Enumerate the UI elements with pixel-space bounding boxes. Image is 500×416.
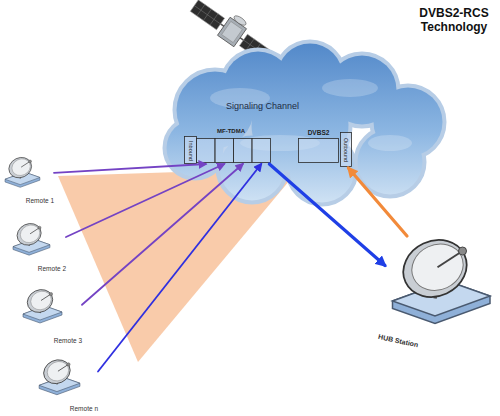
- feed-horn: [67, 363, 70, 366]
- feed-horn: [29, 160, 32, 163]
- carrier-slot: [299, 139, 339, 163]
- dish-reflector: [17, 222, 42, 246]
- hub-station-shape: [385, 236, 495, 331]
- feed-horn: [49, 292, 52, 295]
- dish-reflector: [404, 236, 471, 299]
- signal-arrow: [269, 164, 385, 266]
- feed-horn: [459, 247, 467, 255]
- node-label: MF-TDMA: [198, 128, 264, 135]
- signal-arrow: [348, 168, 407, 236]
- cloud-body: [167, 44, 443, 203]
- dish-reflector: [44, 358, 72, 384]
- feed-horn: [38, 226, 41, 229]
- dish-reflector: [14, 220, 45, 249]
- dish-reflector: [40, 356, 74, 388]
- remote-terminal: Remote 2: [10, 222, 66, 272]
- node-label: Signaling Channel: [226, 102, 336, 112]
- remote-terminal-shape: [10, 222, 52, 258]
- cloud-highlight: [322, 79, 378, 97]
- remote-terminal-shape: [20, 288, 64, 326]
- dish-reflector: [394, 230, 476, 307]
- cloud-highlight: [368, 135, 412, 151]
- cloud-puff: [358, 130, 423, 195]
- remote-terminal-shape: [2, 156, 42, 190]
- node-label: Remote n: [70, 405, 98, 412]
- direction-label: Inbound: [184, 137, 197, 164]
- time-slot: [252, 139, 271, 163]
- inbound-strip: [185, 137, 197, 164]
- direction-label: Outbound: [340, 133, 352, 167]
- time-slot: [197, 139, 216, 163]
- node-label: HUB Station: [377, 333, 447, 355]
- outbound-strip: [341, 133, 352, 167]
- signaling-cloud: Signaling ChannelMF-TDMAInbound DVBS2Outb…: [160, 48, 450, 208]
- hub-station: HUB Station: [385, 236, 495, 354]
- time-slot: [234, 139, 253, 163]
- satellite-body: [222, 21, 243, 42]
- satellite-antenna: [233, 14, 248, 27]
- dish-reflector: [24, 286, 57, 317]
- cloud-outline: [165, 42, 444, 204]
- remote-terminal: Remote 1: [2, 156, 54, 204]
- node-label: DVBS2: [298, 129, 339, 136]
- remote-terminal-shape: [36, 358, 82, 398]
- time-slot: [215, 139, 234, 163]
- signaling-cloud-shape: [160, 48, 450, 208]
- tdma-frame-box: MF-TDMAInbound: [184, 128, 272, 164]
- dish-reflector: [9, 156, 33, 179]
- diagram-title: DVBS2-RCS Technology: [413, 6, 495, 35]
- signal-arrow: [98, 164, 261, 372]
- carrier-box: DVBS2Outbound: [298, 128, 354, 168]
- node-label: Remote 1: [26, 197, 54, 204]
- dish-reflector: [6, 154, 35, 182]
- node-label: Remote 3: [54, 337, 82, 344]
- signal-arrow: [66, 164, 224, 237]
- remote-terminal: Remote n: [36, 358, 98, 412]
- remote-terminal: Remote 3: [20, 288, 82, 344]
- node-label: Remote 2: [38, 265, 66, 272]
- signal-arrow: [54, 164, 206, 173]
- dish-reflector: [28, 288, 55, 313]
- signal-arrow: [82, 164, 243, 305]
